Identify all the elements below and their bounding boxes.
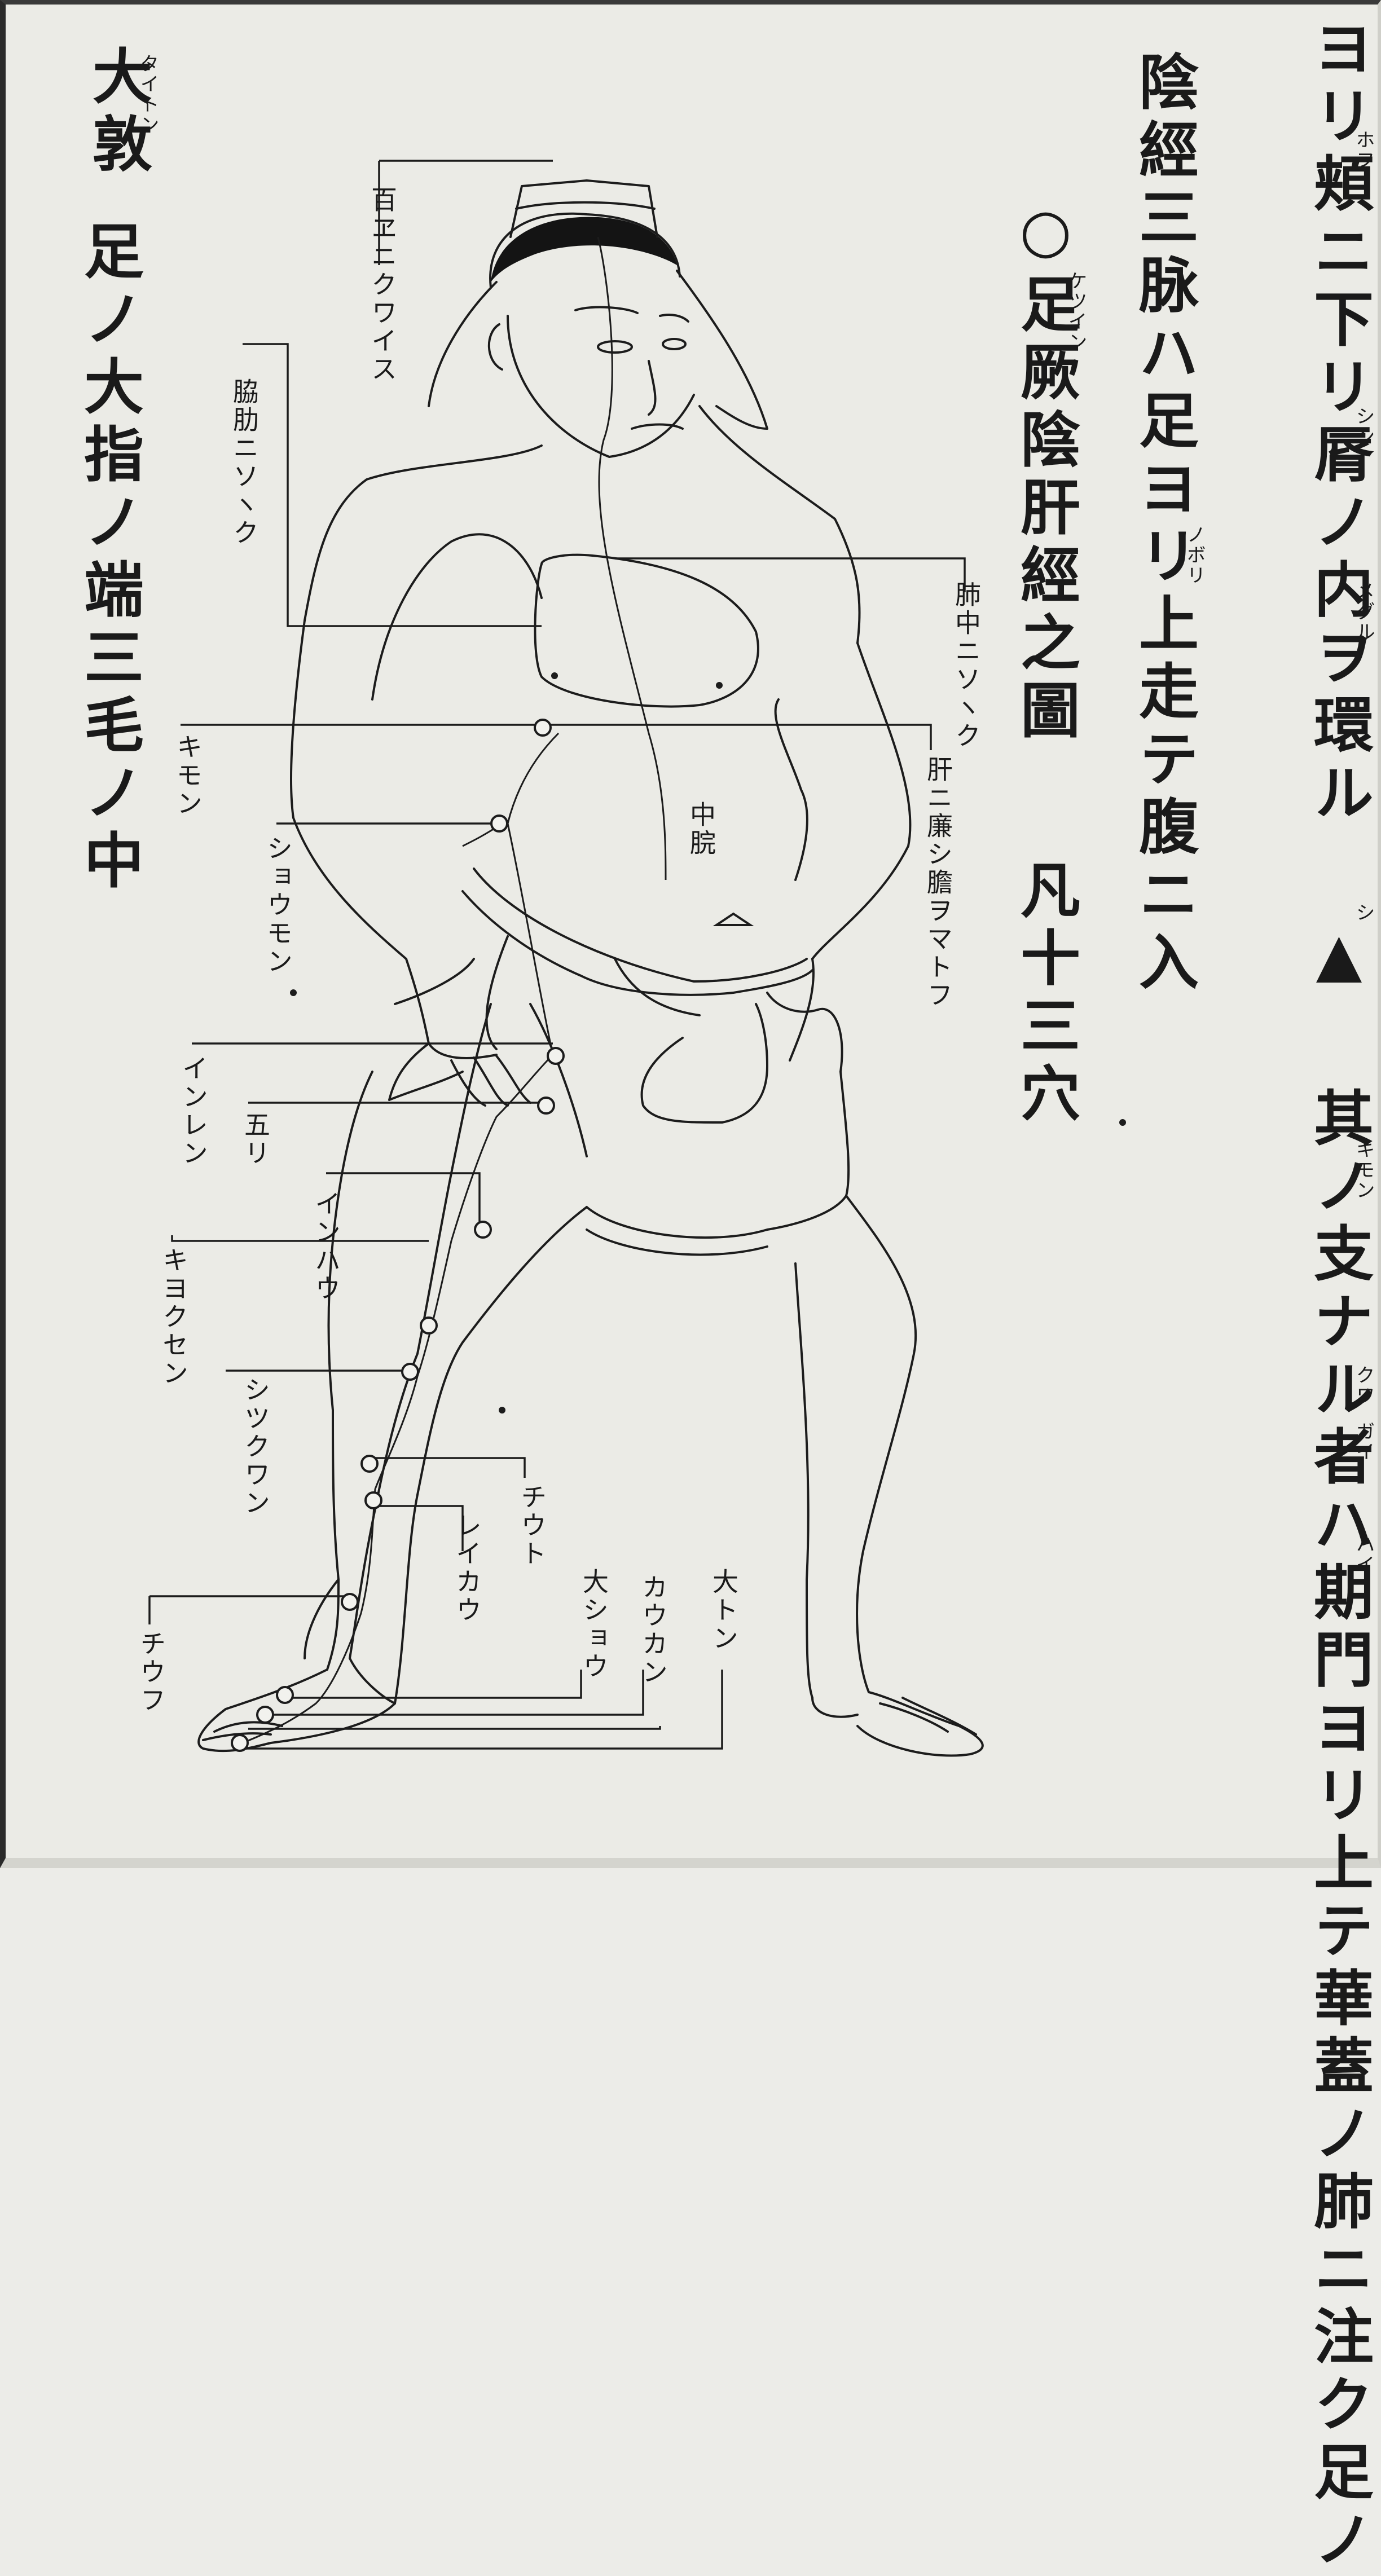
label-kyokusen: キヨクセン	[161, 1247, 187, 1388]
acupoint-inren	[548, 1048, 564, 1064]
label-inpou: インハウ	[313, 1190, 339, 1303]
acupoint-taiton	[232, 1735, 248, 1751]
acupoint-kimon	[535, 720, 551, 736]
label-gori: 五リ	[243, 1111, 269, 1168]
acupoint-reikou	[366, 1492, 381, 1508]
label-chukan: 中脘	[688, 801, 714, 857]
scanned-page: ヨリ頬ニ下リ脣ノ内ヲ環ル ▲ 其ノ支ナル者ハ期門ヨリ上テ華蓋ノ肺ニ注ク足ノ ホフ…	[0, 0, 1381, 1868]
acupoint-shikkuwan	[402, 1364, 418, 1380]
label-kimon: キモン	[175, 733, 201, 818]
acupoint-taishou	[277, 1687, 293, 1703]
acupoint-inpou	[475, 1222, 491, 1238]
label-reikou: レイカウ	[454, 1512, 480, 1624]
chukan-marker-icon	[716, 914, 750, 925]
acupoint-koukan	[257, 1707, 273, 1723]
label-hyakue: 百ヱニクワイス	[370, 186, 395, 384]
label-taishou: 大ショウ	[581, 1568, 607, 1681]
label-shikkuwan: シツクワン	[243, 1376, 269, 1517]
acupoint-kyokusen	[421, 1318, 437, 1333]
label-chuuhou: チウフ	[138, 1630, 164, 1715]
meridian-figure	[0, 0, 1381, 1868]
acupoint-chuuhou	[342, 1594, 358, 1610]
label-chuto: チウト	[519, 1483, 545, 1568]
label-koukan: カウカン	[640, 1574, 666, 1686]
acupoint-chuto	[362, 1456, 377, 1472]
label-inren: インレン	[181, 1055, 206, 1168]
acupoint-shoumon	[491, 816, 507, 831]
acupoint-gori	[538, 1098, 554, 1113]
label-haichu: 肺中ニソヽク	[953, 581, 979, 750]
label-kan-ren: 肝ニ廉シ膽ヲマトフ	[925, 756, 951, 1010]
label-taiton: 大トン	[711, 1568, 737, 1653]
label-shoumon: ショウモン	[265, 835, 291, 976]
label-kyoroku: 脇肋ニソヽク	[231, 378, 257, 547]
